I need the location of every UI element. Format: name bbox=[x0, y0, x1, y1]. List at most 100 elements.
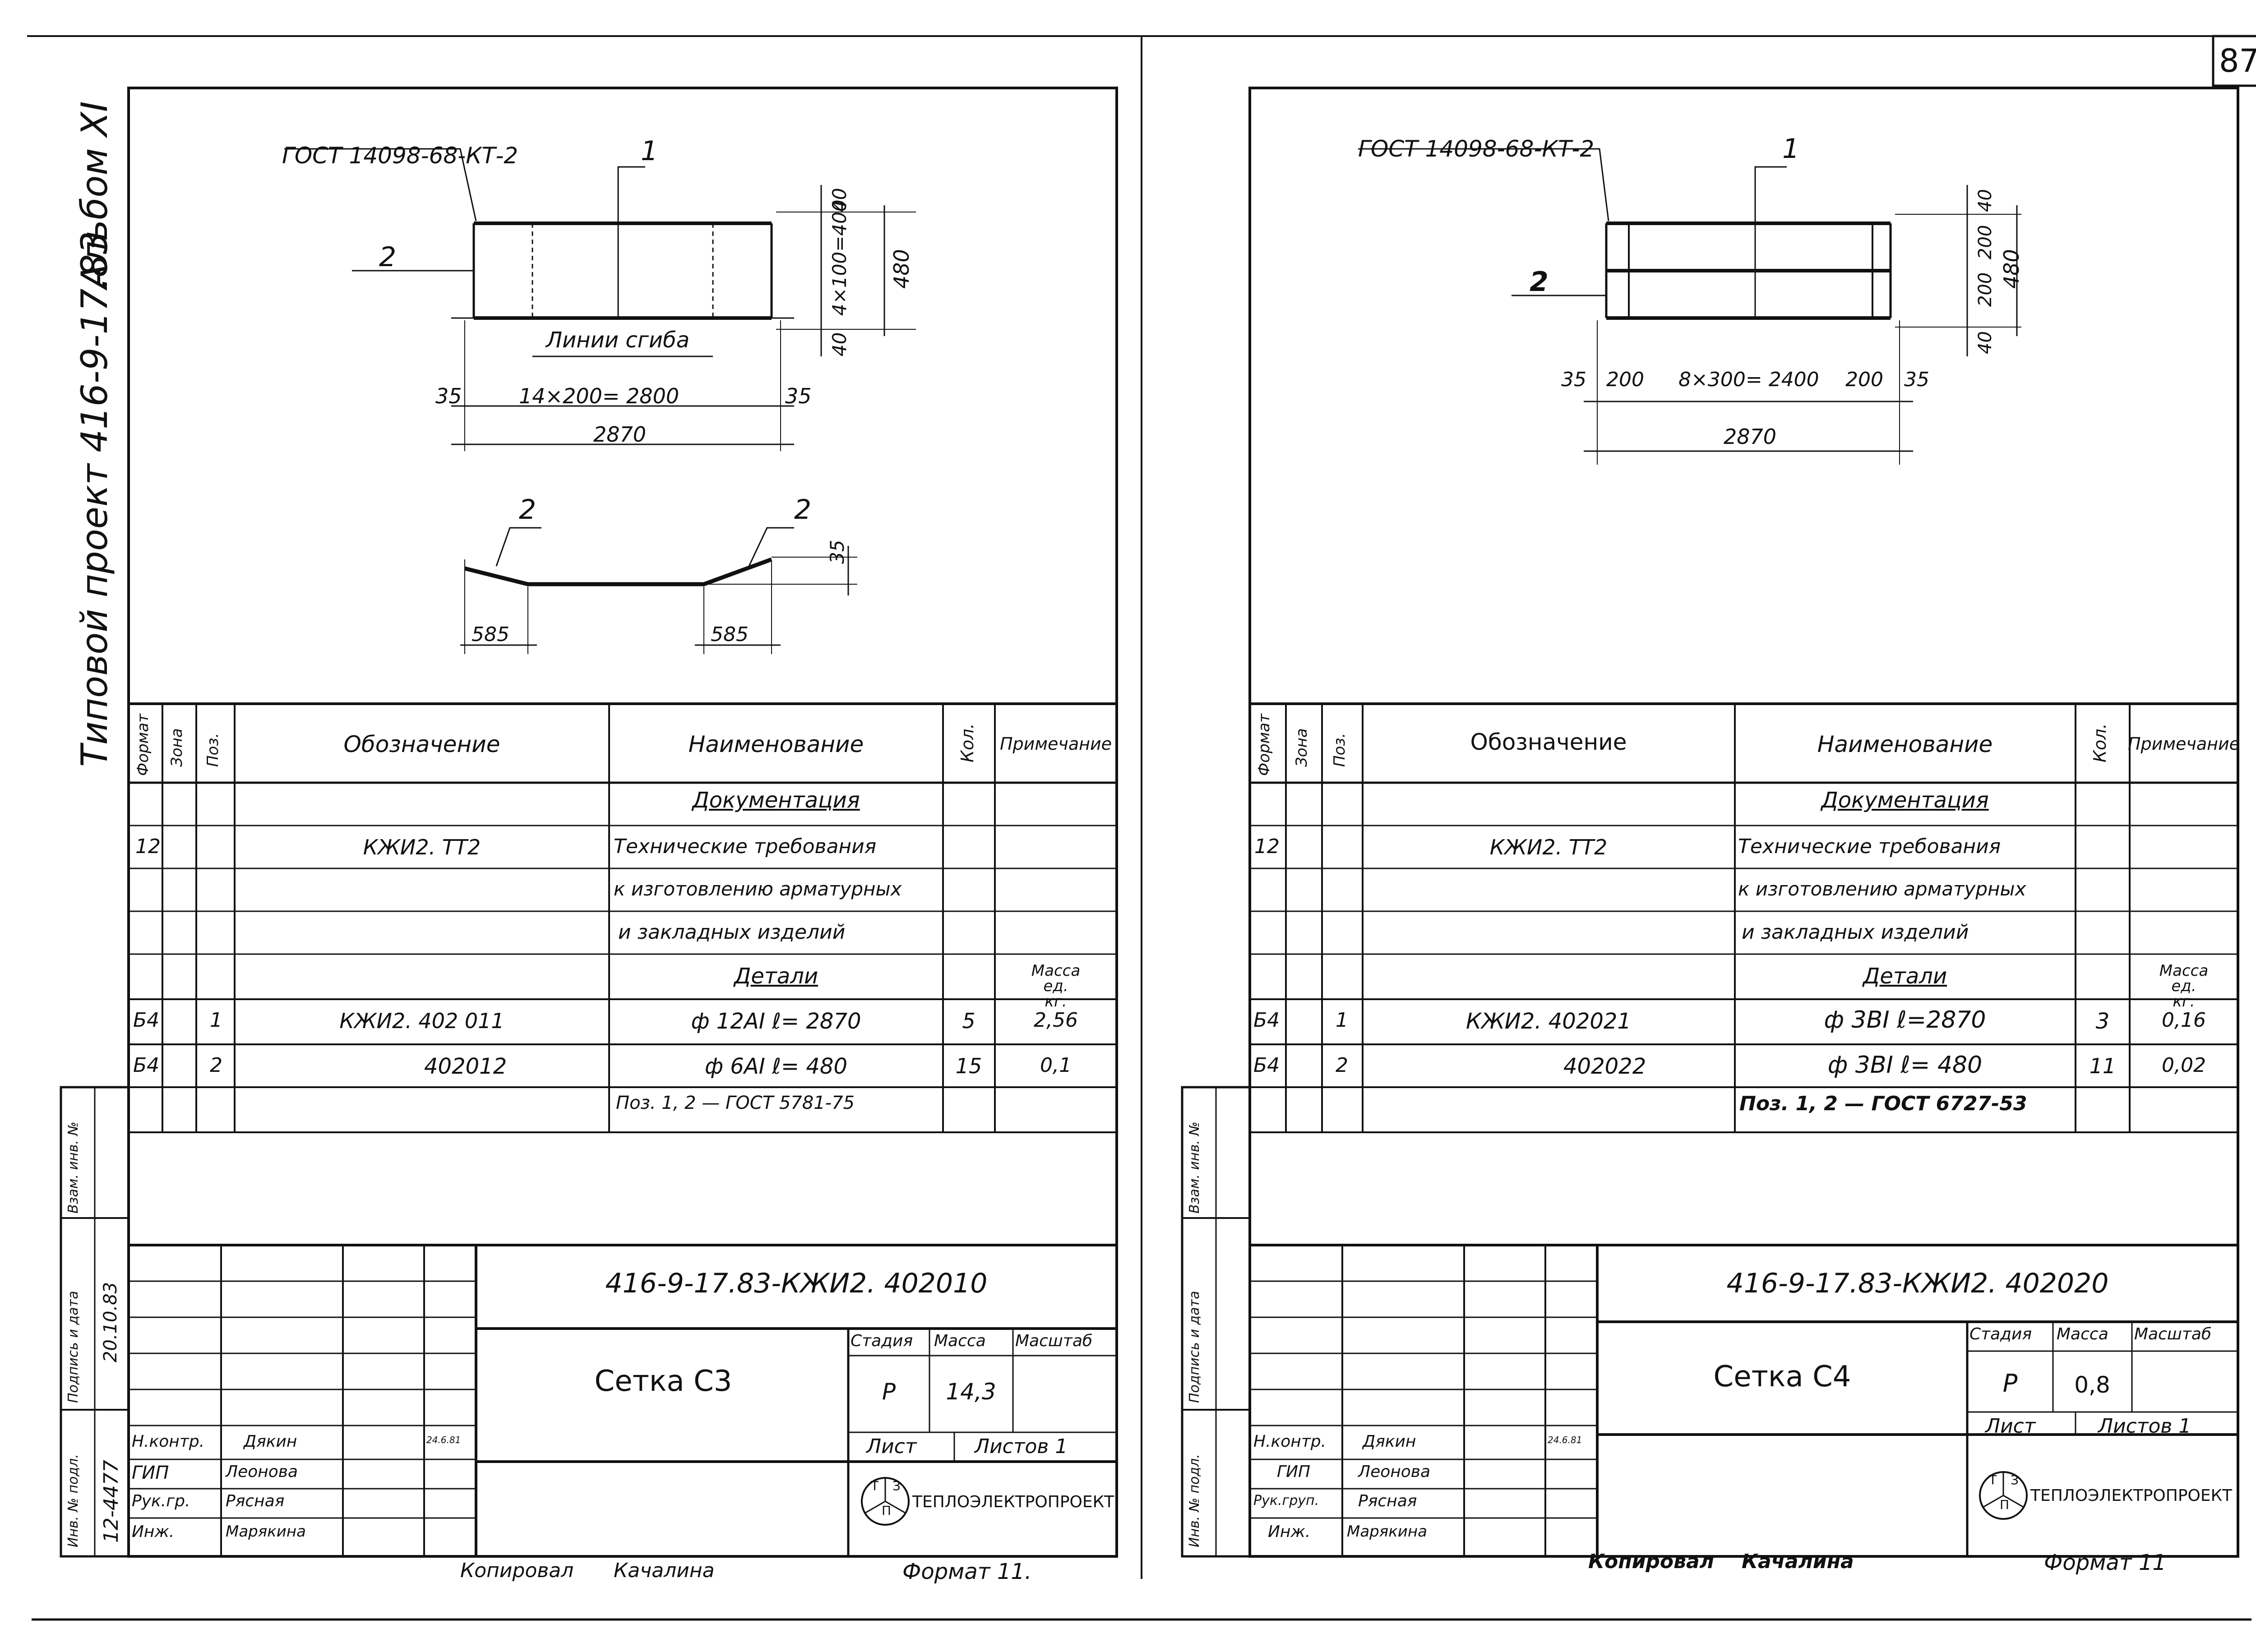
page-number: 87 bbox=[2219, 42, 2256, 79]
row2-mass: 0,02 bbox=[2162, 1054, 2206, 1077]
row1-pos: 1 bbox=[1336, 1009, 1348, 1032]
scale-label: Масштаб bbox=[1015, 1332, 1093, 1350]
org-name: ТЕПЛОЭЛЕКТРОПРОЕКТ bbox=[912, 1493, 1114, 1511]
doc-name-3: и закладных изделий bbox=[1742, 921, 1969, 944]
doc-name-3: и закладных изделий bbox=[618, 921, 846, 944]
gost-weld-label: ГОСТ 14098-68-КТ-2 bbox=[282, 143, 518, 169]
row2-name: ф 3ВI ℓ= 480 bbox=[1827, 1052, 1983, 1079]
row2-name: ф 6АI ℓ= 480 bbox=[704, 1054, 848, 1079]
dim-mid2: 200 bbox=[1975, 272, 1996, 307]
row1-format: Б4 bbox=[133, 1009, 160, 1032]
copied-by-label: Копировал bbox=[1588, 1550, 1714, 1573]
row1-designation: КЖИ2. 402 011 bbox=[339, 1009, 504, 1033]
doc-designation: КЖИ2. ТТ2 bbox=[363, 835, 481, 859]
mass-label: Масса bbox=[2057, 1325, 2108, 1343]
gost-weld-label: ГОСТ 14098-68-КТ-2 bbox=[1358, 136, 1595, 162]
mass-header: Масса ед. кг. bbox=[1031, 962, 1081, 1011]
bend-line-label: Линии сгиба bbox=[546, 328, 690, 353]
doc-format: 12 bbox=[135, 835, 161, 858]
staff4-name: Марякина bbox=[1347, 1523, 1427, 1541]
row2-format: Б4 bbox=[133, 1054, 160, 1077]
row1-qty: 3 bbox=[2095, 1009, 2110, 1034]
section-docs: Документация bbox=[692, 788, 860, 813]
hdr-zone: Зона bbox=[168, 728, 186, 767]
row1-qty: 5 bbox=[962, 1009, 975, 1033]
copied-by-label: Копировал bbox=[460, 1559, 574, 1582]
doc-format: 12 bbox=[1254, 835, 1280, 858]
mass-header: Масса ед. кг. bbox=[2159, 962, 2209, 1011]
staff3-role: Рук.груп. bbox=[1253, 1493, 1319, 1509]
row1-name: ф 12АI ℓ= 2870 bbox=[691, 1009, 861, 1034]
doc-code: 416-9-17.83-КЖИ2. 402020 bbox=[1726, 1268, 2109, 1299]
staff2-name: Леонова bbox=[226, 1463, 298, 1481]
side-vzam: Взам. инв. № bbox=[65, 1121, 81, 1214]
callout-1: 1 bbox=[1782, 133, 1800, 165]
row2-qty: 11 bbox=[2089, 1054, 2116, 1078]
staff2-role: ГИП bbox=[1277, 1463, 1311, 1481]
dim-left: 35 bbox=[435, 384, 462, 408]
row1-mass: 2,56 bbox=[1034, 1009, 1078, 1032]
row2-designation: 402022 bbox=[1563, 1054, 1646, 1079]
stage-value: Р bbox=[2002, 1369, 2018, 1398]
bend-dim-right: 585 bbox=[711, 623, 749, 646]
hdr-format: Формат bbox=[1255, 714, 1273, 776]
format-label: Формат 11. bbox=[902, 1559, 1032, 1584]
dim-total-width: 2870 bbox=[1724, 425, 1777, 449]
hdr-designation: Обозначение bbox=[343, 731, 500, 757]
scale-label: Масштаб bbox=[2134, 1325, 2212, 1343]
stage-label: Стадия bbox=[1969, 1325, 2032, 1343]
inv-date: 20.10.83 bbox=[100, 1282, 121, 1362]
side-vzam: Взам. инв. № bbox=[1187, 1121, 1202, 1214]
hdr-qty: Кол. bbox=[2090, 723, 2110, 762]
staff1-date: 24.6.81 bbox=[1548, 1435, 1582, 1445]
hdr-pos: Поз. bbox=[204, 733, 222, 767]
copier-name: Качалина bbox=[614, 1559, 715, 1582]
project-label: Типовой проект 416-9-17.83 bbox=[74, 231, 116, 767]
bend-label-right: 2 bbox=[794, 494, 812, 526]
dim-middle: 4×100=400 bbox=[828, 199, 851, 316]
callout-1: 1 bbox=[641, 135, 658, 167]
sheets-label: Листов 1 bbox=[2098, 1415, 2191, 1438]
staff3-role: Рук.гр. bbox=[132, 1492, 190, 1510]
section-docs: Документация bbox=[1821, 788, 1989, 813]
side-inv: Инв. № подл. bbox=[65, 1454, 81, 1547]
mass-value: 14,3 bbox=[946, 1379, 996, 1405]
side-podpis: Подпись и дата bbox=[65, 1291, 81, 1403]
copier-name: Качалина bbox=[1742, 1550, 1854, 1573]
stamp-letter-2: З bbox=[892, 1478, 901, 1493]
hdr-format: Формат bbox=[134, 714, 152, 776]
inv-number: 12-4477 bbox=[100, 1460, 123, 1543]
staff2-name: Леонова bbox=[1358, 1463, 1431, 1481]
dim-e2: 200 bbox=[1845, 368, 1883, 391]
staff1-role: Н.контр. bbox=[132, 1432, 205, 1451]
gost-note: Поз. 1, 2 — ГОСТ 6727-53 bbox=[1739, 1092, 2027, 1115]
doc-designation: КЖИ2. ТТ2 bbox=[1489, 835, 1608, 859]
stage-label: Стадия bbox=[851, 1332, 913, 1350]
staff1-date: 24.6.81 bbox=[426, 1435, 461, 1445]
dim-total-height: 480 bbox=[889, 249, 914, 289]
row2-pos: 2 bbox=[210, 1054, 222, 1077]
section-parts: Детали bbox=[1863, 964, 1947, 989]
row2-pos: 2 bbox=[1336, 1054, 1348, 1077]
dim-bottom: 40 bbox=[828, 332, 851, 356]
bend-height: 35 bbox=[826, 540, 848, 564]
hdr-zone: Зона bbox=[1293, 728, 1311, 767]
dim-span: 8×300= 2400 bbox=[1678, 368, 1819, 391]
staff3-name: Рясная bbox=[226, 1492, 285, 1510]
gost-note: Поз. 1, 2 — ГОСТ 5781-75 bbox=[616, 1093, 855, 1113]
stamp-letter-1: Т bbox=[871, 1478, 879, 1493]
doc-title: Сетка С4 bbox=[1713, 1360, 1851, 1394]
sheet-label: Лист bbox=[1985, 1415, 2036, 1438]
org-name: ТЕПЛОЭЛЕКТРОПРОЕКТ bbox=[2030, 1486, 2233, 1505]
stage-value: Р bbox=[882, 1379, 896, 1405]
dim-right: 35 bbox=[1904, 368, 1929, 391]
hdr-pos: Поз. bbox=[1331, 733, 1349, 767]
dim-left: 35 bbox=[1561, 368, 1586, 391]
row2-mass: 0,1 bbox=[1040, 1054, 1072, 1077]
staff4-role: Инж. bbox=[1268, 1523, 1311, 1541]
bend-dim-left: 585 bbox=[472, 623, 509, 646]
staff3-name: Рясная bbox=[1358, 1492, 1417, 1510]
doc-title: Сетка С3 bbox=[594, 1365, 732, 1398]
row2-format: Б4 bbox=[1253, 1054, 1280, 1077]
